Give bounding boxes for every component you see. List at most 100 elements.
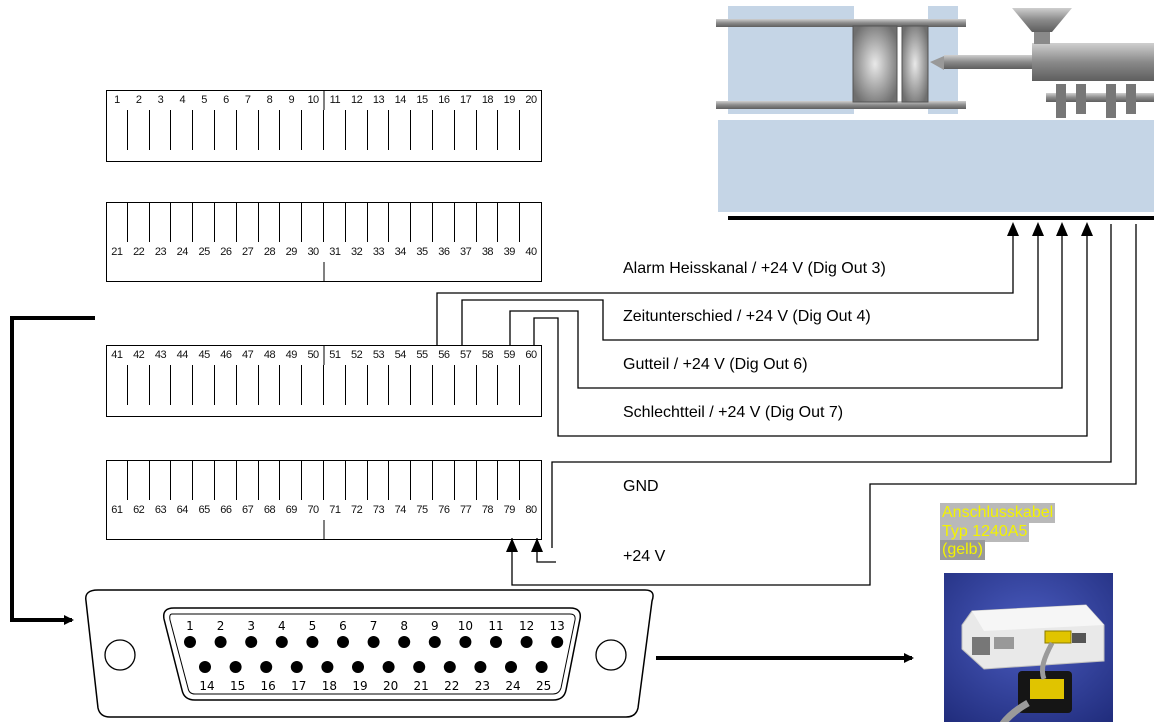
- terminal-screw-cell: [389, 365, 412, 405]
- terminal-number: 54: [394, 349, 407, 361]
- dsub-pin: [321, 661, 334, 673]
- terminal-number: 13: [372, 94, 385, 106]
- dsub-pin: [551, 636, 564, 648]
- terminal-number: 38: [481, 246, 494, 258]
- dsub-pin: [459, 636, 472, 648]
- dsub-pin: [490, 636, 502, 648]
- terminal-screw-cell: [128, 460, 150, 500]
- terminal-number: 48: [263, 349, 276, 361]
- terminal-screw-cell: [171, 460, 194, 500]
- terminal-screw-cell: [150, 202, 172, 242]
- terminal-number: 24: [176, 246, 189, 258]
- terminal-screw-cell: [128, 110, 150, 150]
- dsub-pin: [382, 661, 395, 673]
- terminal-number: 18: [481, 94, 494, 106]
- terminal-number: 26: [220, 246, 232, 258]
- terminal-screw-cell: [368, 202, 390, 242]
- terminal-screw-cell: [215, 202, 237, 242]
- terminal-number: 71: [329, 504, 341, 516]
- terminal-number: 49: [285, 349, 298, 361]
- terminal-number: 25: [198, 246, 210, 258]
- terminal-number: 42: [133, 349, 145, 361]
- terminal-number: 74: [394, 504, 407, 516]
- terminal-number: 41: [111, 349, 123, 361]
- terminal-screw-cell: [411, 110, 433, 150]
- terminal-number: 52: [351, 349, 363, 361]
- terminal-number: 68: [263, 504, 276, 516]
- dsub-pin-number: 10: [458, 619, 473, 633]
- terminal-number: 20: [525, 94, 537, 106]
- terminal-number: 35: [416, 246, 428, 258]
- terminal-number: 29: [285, 246, 298, 258]
- dsub-pin-number: 21: [414, 679, 429, 693]
- terminal-number: 43: [154, 349, 167, 361]
- terminal-number: 44: [176, 349, 189, 361]
- terminal-number: 34: [394, 246, 407, 258]
- dsub-pin-number: 17: [291, 679, 306, 693]
- terminal-number: 30: [307, 246, 319, 258]
- dsub-pin-number: 13: [550, 619, 565, 633]
- terminal-screw-cell: [302, 365, 324, 405]
- terminal-screw-cell: [498, 365, 521, 405]
- terminal-number: 62: [133, 504, 145, 516]
- terminal-screw-cell: [389, 202, 412, 242]
- terminal-number: 31: [329, 246, 341, 258]
- terminal-screw-cell: [128, 202, 150, 242]
- terminal-number: 73: [372, 504, 385, 516]
- terminal-number: 15: [416, 94, 428, 106]
- terminal-screw-cell: [455, 460, 477, 500]
- dsub-pin: [229, 661, 242, 673]
- terminal-screw-cell: [280, 460, 303, 500]
- terminal-number: 10: [307, 94, 319, 106]
- terminal-screw-cell: [171, 202, 194, 242]
- dsub-pin-number: 7: [370, 619, 378, 633]
- terminal-screw-cell: [237, 110, 259, 150]
- dsub-pin: [520, 636, 533, 648]
- terminal-screw-cell: [477, 202, 499, 242]
- terminal-number: 61: [111, 504, 123, 516]
- terminal-screw-cell: [498, 202, 521, 242]
- terminal-screw-cell: [346, 110, 368, 150]
- terminal-screw-cell: [433, 202, 455, 242]
- dsub-pin-number: 3: [247, 619, 255, 633]
- terminal-screw-cell: [433, 460, 455, 500]
- terminal-number: 4: [179, 94, 186, 106]
- terminal-number: 33: [372, 246, 385, 258]
- terminal-number: 40: [525, 246, 537, 258]
- terminal-screw-cell: [193, 110, 215, 150]
- terminal-screw-cell: [389, 460, 412, 500]
- terminal-number: 66: [220, 504, 232, 516]
- device-photo: [944, 573, 1113, 722]
- dsub-pin: [367, 636, 380, 648]
- terminal-number: 51: [329, 349, 341, 361]
- dsub-pin: [535, 661, 548, 673]
- terminal-number: 80: [525, 504, 537, 516]
- terminal-screw-cell: [477, 460, 499, 500]
- signal-label-gnd: GND: [623, 478, 659, 495]
- terminal-number: 53: [372, 349, 385, 361]
- terminal-number: 21: [111, 246, 123, 258]
- cable-label-line2: Typ 1240A5: [940, 522, 1030, 542]
- dsub-pin: [290, 661, 303, 673]
- terminal-screw-cell: [128, 365, 150, 405]
- terminal-number: 70: [307, 504, 319, 516]
- terminal-screw-cell: [237, 460, 259, 500]
- terminal-number: 6: [223, 94, 229, 106]
- terminal-number: 8: [266, 94, 273, 106]
- terminal-number: 55: [416, 349, 428, 361]
- terminal-number: 60: [525, 349, 537, 361]
- terminal-screw-cell: [368, 460, 390, 500]
- terminal-number: 28: [263, 246, 276, 258]
- terminal-screw-cell: [150, 460, 172, 500]
- terminal-screw-cell: [477, 110, 499, 150]
- dsub-pin-number: 9: [431, 619, 439, 633]
- terminal-number: 16: [438, 94, 450, 106]
- dsub-pin: [214, 636, 227, 648]
- dsub-pin: [505, 661, 517, 673]
- terminal-number: 76: [438, 504, 450, 516]
- terminal-number: 12: [351, 94, 363, 106]
- dsub-pin-number: 22: [444, 679, 459, 693]
- terminal-number: 9: [288, 94, 295, 106]
